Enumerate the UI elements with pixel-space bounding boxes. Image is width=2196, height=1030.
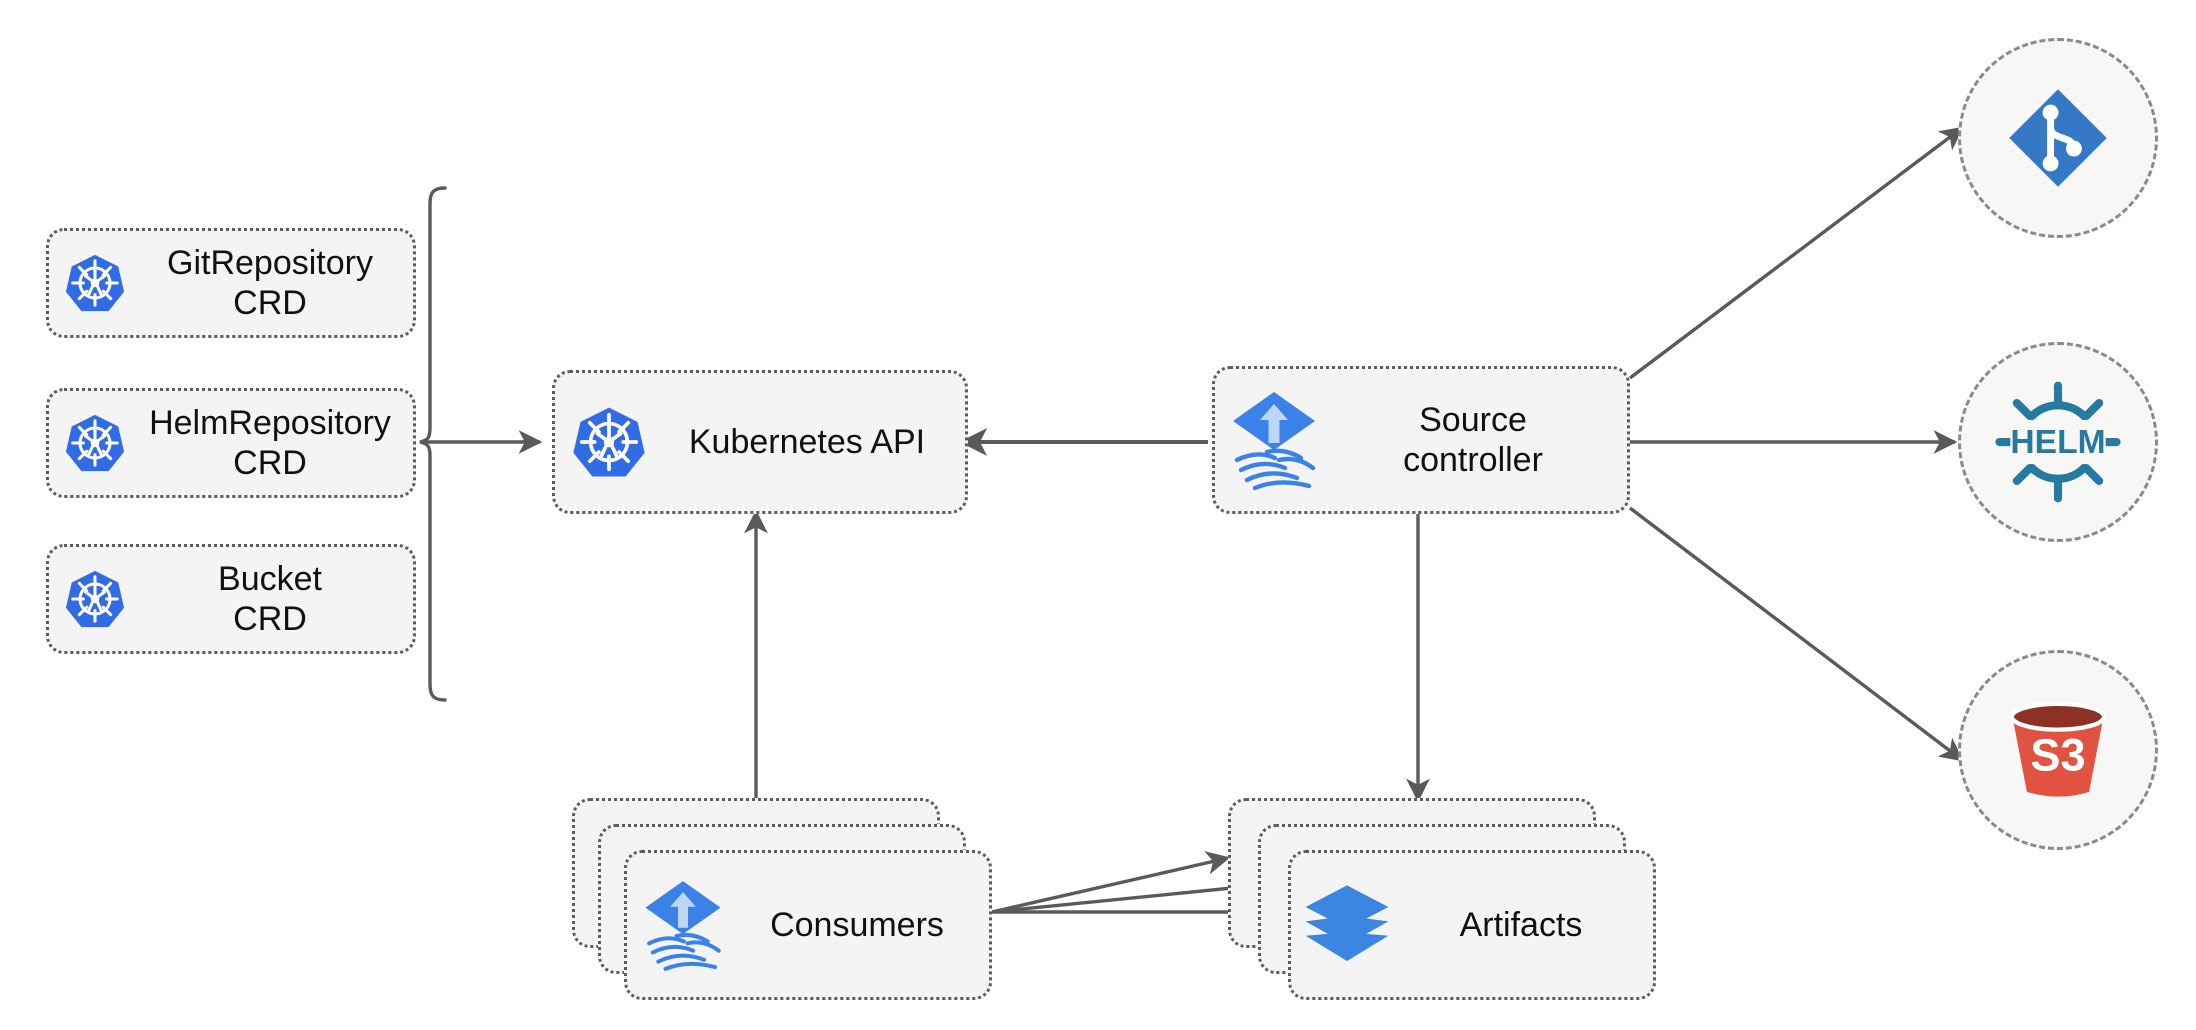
endpoint-helm[interactable]: HELM (1958, 342, 2158, 542)
node-label: Artifacts (1459, 905, 1583, 944)
node-label: Source controller (1403, 400, 1543, 479)
layers-icon (1291, 880, 1403, 970)
helm-label: HELM (2010, 424, 2105, 461)
node-helmrepository-crd[interactable]: HelmRepository CRD (46, 388, 416, 498)
kubernetes-icon (555, 404, 663, 480)
node-source-controller[interactable]: Source controller (1212, 366, 1630, 514)
s3-label: S3 (2030, 729, 2085, 780)
node-label: HelmRepository CRD (149, 403, 391, 482)
kubernetes-icon (49, 252, 141, 314)
edge-source-to-s3 (1628, 506, 1964, 762)
flux-icon (627, 877, 739, 973)
node-kubernetes-api[interactable]: Kubernetes API (552, 370, 968, 514)
flux-icon (1215, 388, 1333, 492)
endpoint-s3[interactable]: S3 (1958, 650, 2158, 850)
node-label: Bucket CRD (218, 559, 322, 638)
node-label: Kubernetes API (688, 422, 926, 461)
node-artifacts[interactable]: Artifacts (1288, 850, 1656, 1000)
endpoint-git[interactable] (1958, 38, 2158, 238)
node-label: GitRepository CRD (167, 243, 373, 322)
crd-bracket (419, 186, 447, 702)
helm-icon: HELM (1993, 377, 2123, 507)
node-label: Consumers (770, 905, 944, 944)
s3-icon: S3 (1993, 691, 2123, 809)
kubernetes-icon (49, 412, 141, 474)
node-bucket-crd[interactable]: Bucket CRD (46, 544, 416, 654)
git-icon (2005, 85, 2111, 191)
edge-consumers-to-artifacts-1 (991, 851, 1231, 914)
node-gitrepository-crd[interactable]: GitRepository CRD (46, 228, 416, 338)
node-consumers[interactable]: Consumers (624, 850, 992, 1000)
edge-consumers-to-artifacts-2 (991, 875, 1265, 914)
edge-source-to-git (1628, 126, 1964, 380)
kubernetes-icon (49, 568, 141, 630)
